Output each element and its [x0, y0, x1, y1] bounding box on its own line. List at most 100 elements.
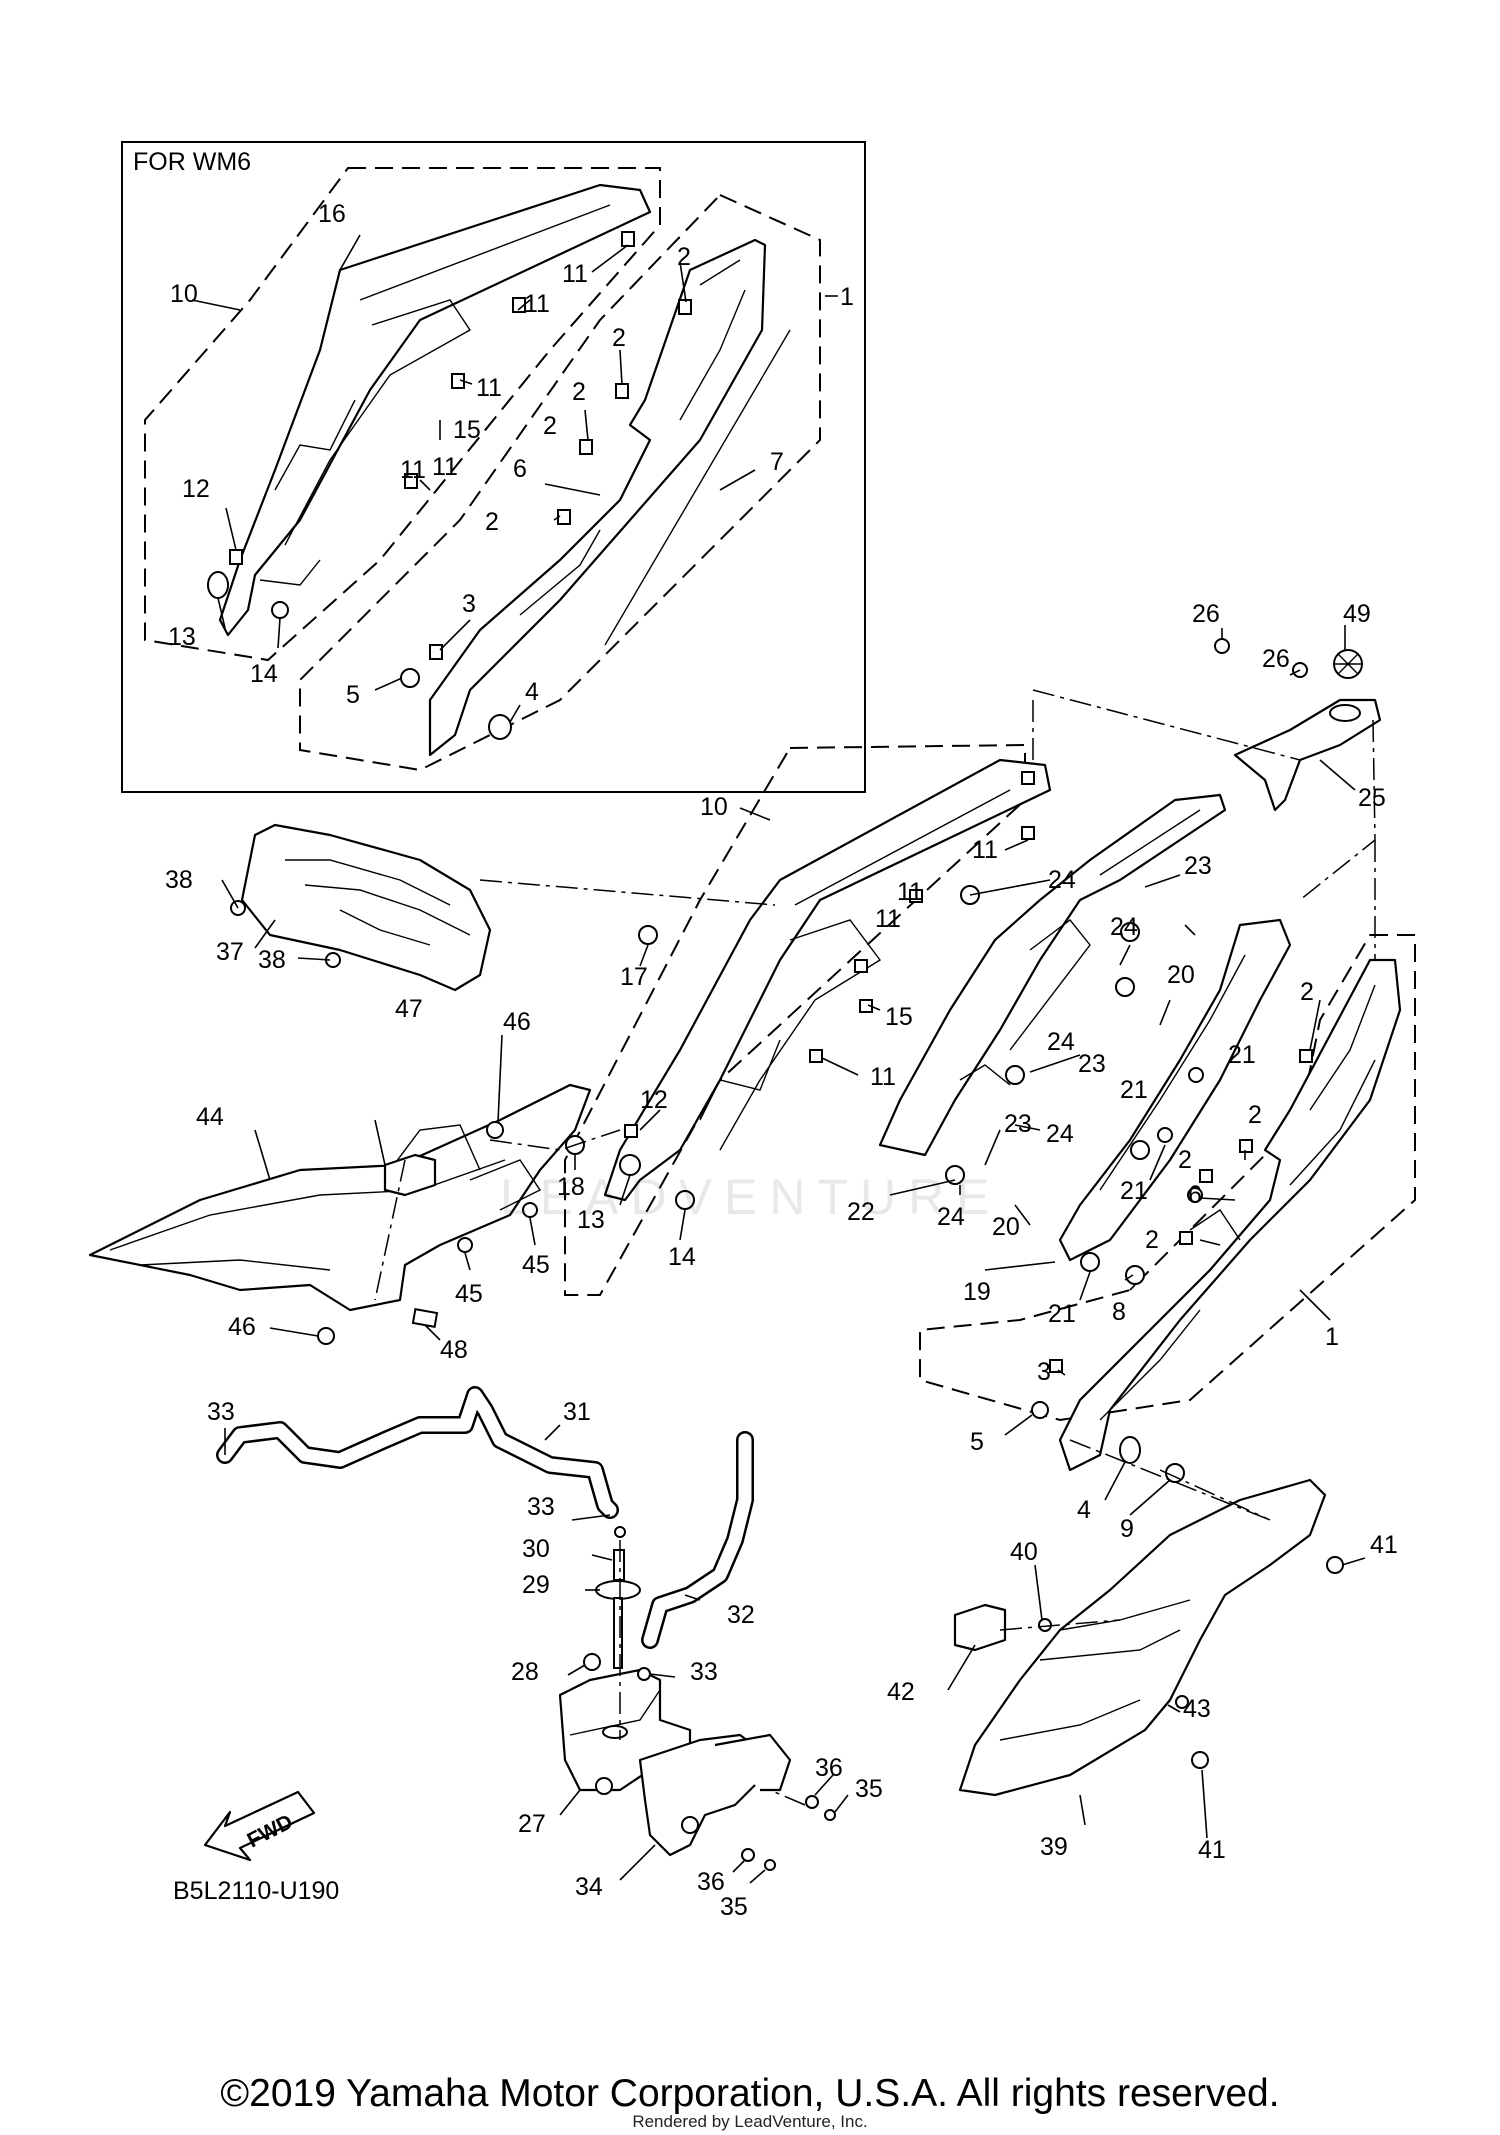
callout: 2	[677, 243, 691, 271]
callout: 42	[887, 1678, 915, 1706]
callout: 15	[453, 416, 481, 444]
diagram-code: B5L2110-U190	[173, 1877, 340, 1905]
part-hose-31	[216, 1386, 619, 1519]
inset-box	[121, 141, 866, 793]
callout: 23	[1078, 1050, 1106, 1078]
callout: 37	[216, 938, 244, 966]
part-grommet-49	[1333, 649, 1363, 679]
main-callouts: 26 49 26 25 10 38 37 38 11 24 23 11 24 1…	[165, 600, 1398, 1921]
callout: 41	[1198, 1836, 1226, 1864]
callout: 10	[700, 793, 728, 821]
part-side-cover-39	[958, 1478, 1327, 1797]
callout: 20	[992, 1213, 1020, 1241]
callout: 12	[640, 1086, 668, 1114]
callout: 22	[847, 1198, 875, 1226]
callout: 46	[503, 1008, 531, 1036]
callout: 43	[1183, 1695, 1211, 1723]
callout: 25	[1358, 784, 1386, 812]
callout: 41	[1370, 1531, 1398, 1559]
callout: 33	[207, 1398, 235, 1426]
callout: 33	[527, 1493, 555, 1521]
callout: 21	[1120, 1076, 1148, 1104]
callout: 5	[346, 681, 360, 709]
callout: 46	[228, 1313, 256, 1341]
main-leaders	[221, 625, 1366, 1884]
callout: 2	[572, 378, 586, 406]
callout: 28	[511, 1658, 539, 1686]
copyright-notice: ©2019 Yamaha Motor Corporation, U.S.A. A…	[220, 2072, 1280, 2115]
callout: 2	[1178, 1146, 1192, 1174]
callout: 30	[522, 1535, 550, 1563]
callout: 48	[440, 1336, 468, 1364]
callout: 4	[1077, 1496, 1091, 1524]
callout: 11	[562, 260, 588, 288]
callout: 16	[318, 200, 346, 228]
part-bracket-34	[595, 1733, 792, 1857]
callout: 40	[1010, 1538, 1038, 1566]
part-hose-32	[641, 1431, 754, 1649]
callout: 8	[1112, 1298, 1126, 1326]
part-side-panel-37	[240, 823, 492, 992]
callout: 5	[970, 1428, 984, 1456]
callout: 44	[196, 1103, 224, 1131]
callout: 2	[1300, 978, 1314, 1006]
callout: 36	[815, 1754, 843, 1782]
callout: 19	[963, 1278, 991, 1306]
callout: 35	[855, 1775, 883, 1803]
part-rear-bracket-25	[1233, 698, 1382, 812]
callout: 24	[1048, 866, 1076, 894]
callout: 11	[897, 878, 923, 906]
callout: 17	[620, 963, 648, 991]
callout: 21	[1048, 1300, 1076, 1328]
callout: 14	[250, 660, 278, 688]
callout: 49	[1343, 600, 1371, 628]
part-side-cover-44	[88, 1083, 592, 1312]
callout: 2	[485, 508, 499, 536]
callout: 14	[668, 1243, 696, 1271]
callout: 3	[462, 590, 476, 618]
callout: 36	[697, 1868, 725, 1896]
callout: 33	[690, 1658, 718, 1686]
inset-leaders	[191, 234, 838, 723]
callout: 18	[557, 1173, 585, 1201]
callout: 1	[1325, 1323, 1339, 1351]
callout: 35	[720, 1893, 748, 1921]
callout: 23	[1184, 852, 1212, 880]
callout: 2	[612, 324, 626, 352]
rendered-by-notice: Rendered by LeadVenture, Inc.	[632, 2112, 868, 2131]
fwd-arrow-icon: FWD	[203, 1790, 316, 1862]
main-hardware	[230, 638, 1344, 1871]
callout: 1	[840, 283, 854, 311]
callout: 6	[513, 455, 527, 483]
callout: 29	[522, 1571, 550, 1599]
callout: 11	[972, 836, 998, 864]
callout: 2	[1145, 1226, 1159, 1254]
callout: 4	[525, 678, 539, 706]
callout: 2	[543, 412, 557, 440]
part-box-42	[953, 1603, 1007, 1652]
callout: 9	[1120, 1515, 1134, 1543]
callout: 6	[1188, 1181, 1202, 1209]
callout: 11	[870, 1063, 896, 1091]
watermark: LEADVENTURE	[500, 1169, 1002, 1225]
part-box-47	[383, 1153, 437, 1197]
callout: 11	[524, 290, 550, 318]
callout: 11	[875, 905, 901, 933]
callout: 32	[727, 1601, 755, 1629]
part-cap-29	[595, 1526, 641, 1669]
callout: 11	[476, 374, 502, 402]
callout: 38	[258, 946, 286, 974]
inset-title: FOR WM6	[133, 148, 252, 176]
part-side-cover-1	[1058, 958, 1402, 1472]
callout: 21	[1228, 1041, 1256, 1069]
callout: 20	[1167, 961, 1195, 989]
inset-group-1-outline	[299, 193, 821, 772]
inset-group-10-outline	[144, 167, 661, 662]
callout: 13	[577, 1206, 605, 1234]
callout: 26	[1262, 645, 1290, 673]
callout: 31	[563, 1398, 591, 1426]
callout: 12	[182, 475, 210, 503]
inset-part-side-cover-7	[428, 238, 791, 757]
part-inner-panel-22	[878, 793, 1227, 1157]
callout: 45	[455, 1280, 483, 1308]
